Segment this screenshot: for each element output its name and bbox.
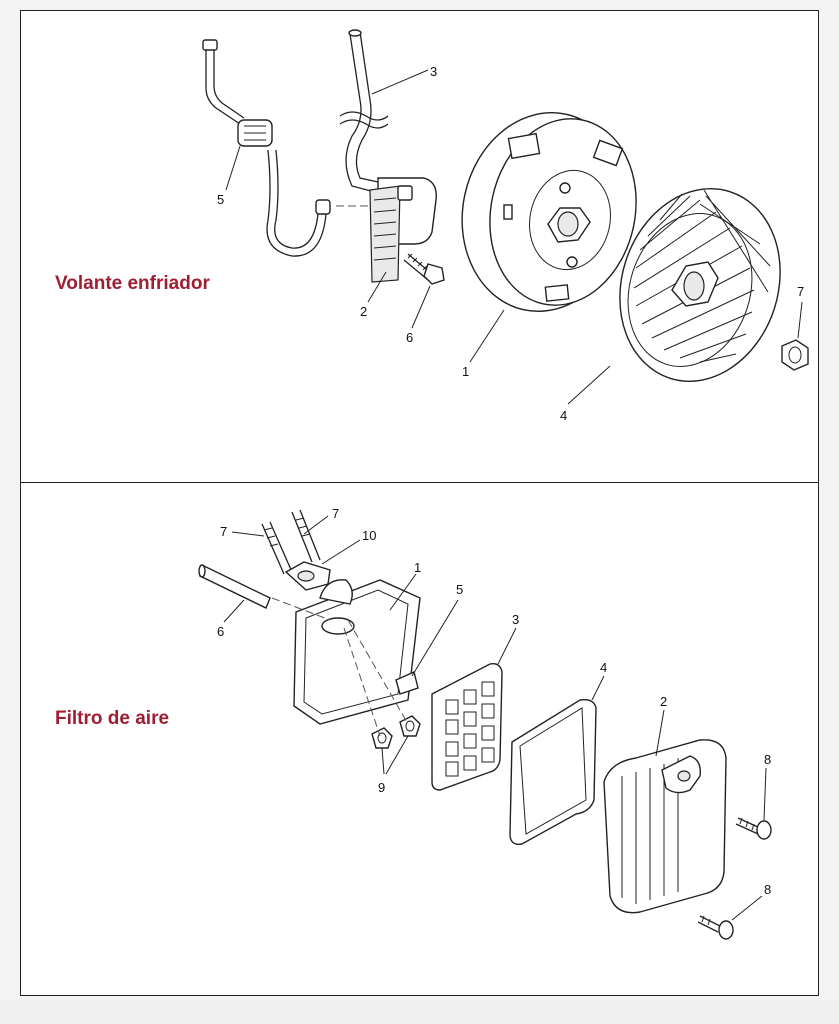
callout-label: 1: [462, 364, 469, 379]
section-title-filtro: Filtro de aire: [55, 708, 170, 729]
callout-label: 10: [362, 528, 376, 543]
cooling-fan: [619, 188, 781, 382]
callouts-volante: 3 5 2 6 1 4 7: [217, 64, 804, 423]
filter-cover: [603, 739, 727, 914]
callout-label: 7: [220, 524, 227, 539]
callout-label: 6: [217, 624, 224, 639]
callout-label: 4: [560, 408, 567, 423]
callout-label: 5: [456, 582, 463, 597]
spark-plug-cable: [339, 29, 397, 197]
callout-label: 2: [660, 694, 667, 709]
wire-clamp: [237, 119, 273, 147]
stud-bolts: [261, 509, 321, 575]
small-seal: [395, 671, 419, 695]
tube: [198, 564, 271, 609]
filter-grid: [431, 662, 503, 791]
callout-label: 3: [430, 64, 437, 79]
callout-label: 5: [217, 192, 224, 207]
filter-base: [293, 579, 421, 725]
callout-label: 6: [406, 330, 413, 345]
gasket: [284, 561, 331, 591]
callout-label: 8: [764, 752, 771, 767]
callout-label: 8: [764, 882, 771, 897]
filter-element: [509, 698, 597, 845]
callout-label: 9: [378, 780, 385, 795]
callout-label: 3: [512, 612, 519, 627]
callout-label: 7: [797, 284, 804, 299]
bottom-bar: [0, 1000, 839, 1024]
callout-label: 1: [414, 560, 421, 575]
callouts-filtro: 7 7 10 1 6 5 3 4 2 9 8 8: [217, 506, 771, 921]
callout-label: 4: [600, 660, 607, 675]
cover-screws: [697, 817, 772, 940]
nuts: [371, 715, 421, 749]
coil-bolt: [403, 253, 445, 285]
ignition-wire: [202, 39, 331, 257]
flywheel: [461, 112, 637, 312]
callout-label: 7: [332, 506, 339, 521]
section-title-volante: Volante enfriador: [55, 273, 210, 294]
flywheel-nut: [781, 339, 809, 371]
ignition-coil: [369, 177, 437, 283]
callout-label: 2: [360, 304, 367, 319]
section-divider: [20, 482, 819, 483]
